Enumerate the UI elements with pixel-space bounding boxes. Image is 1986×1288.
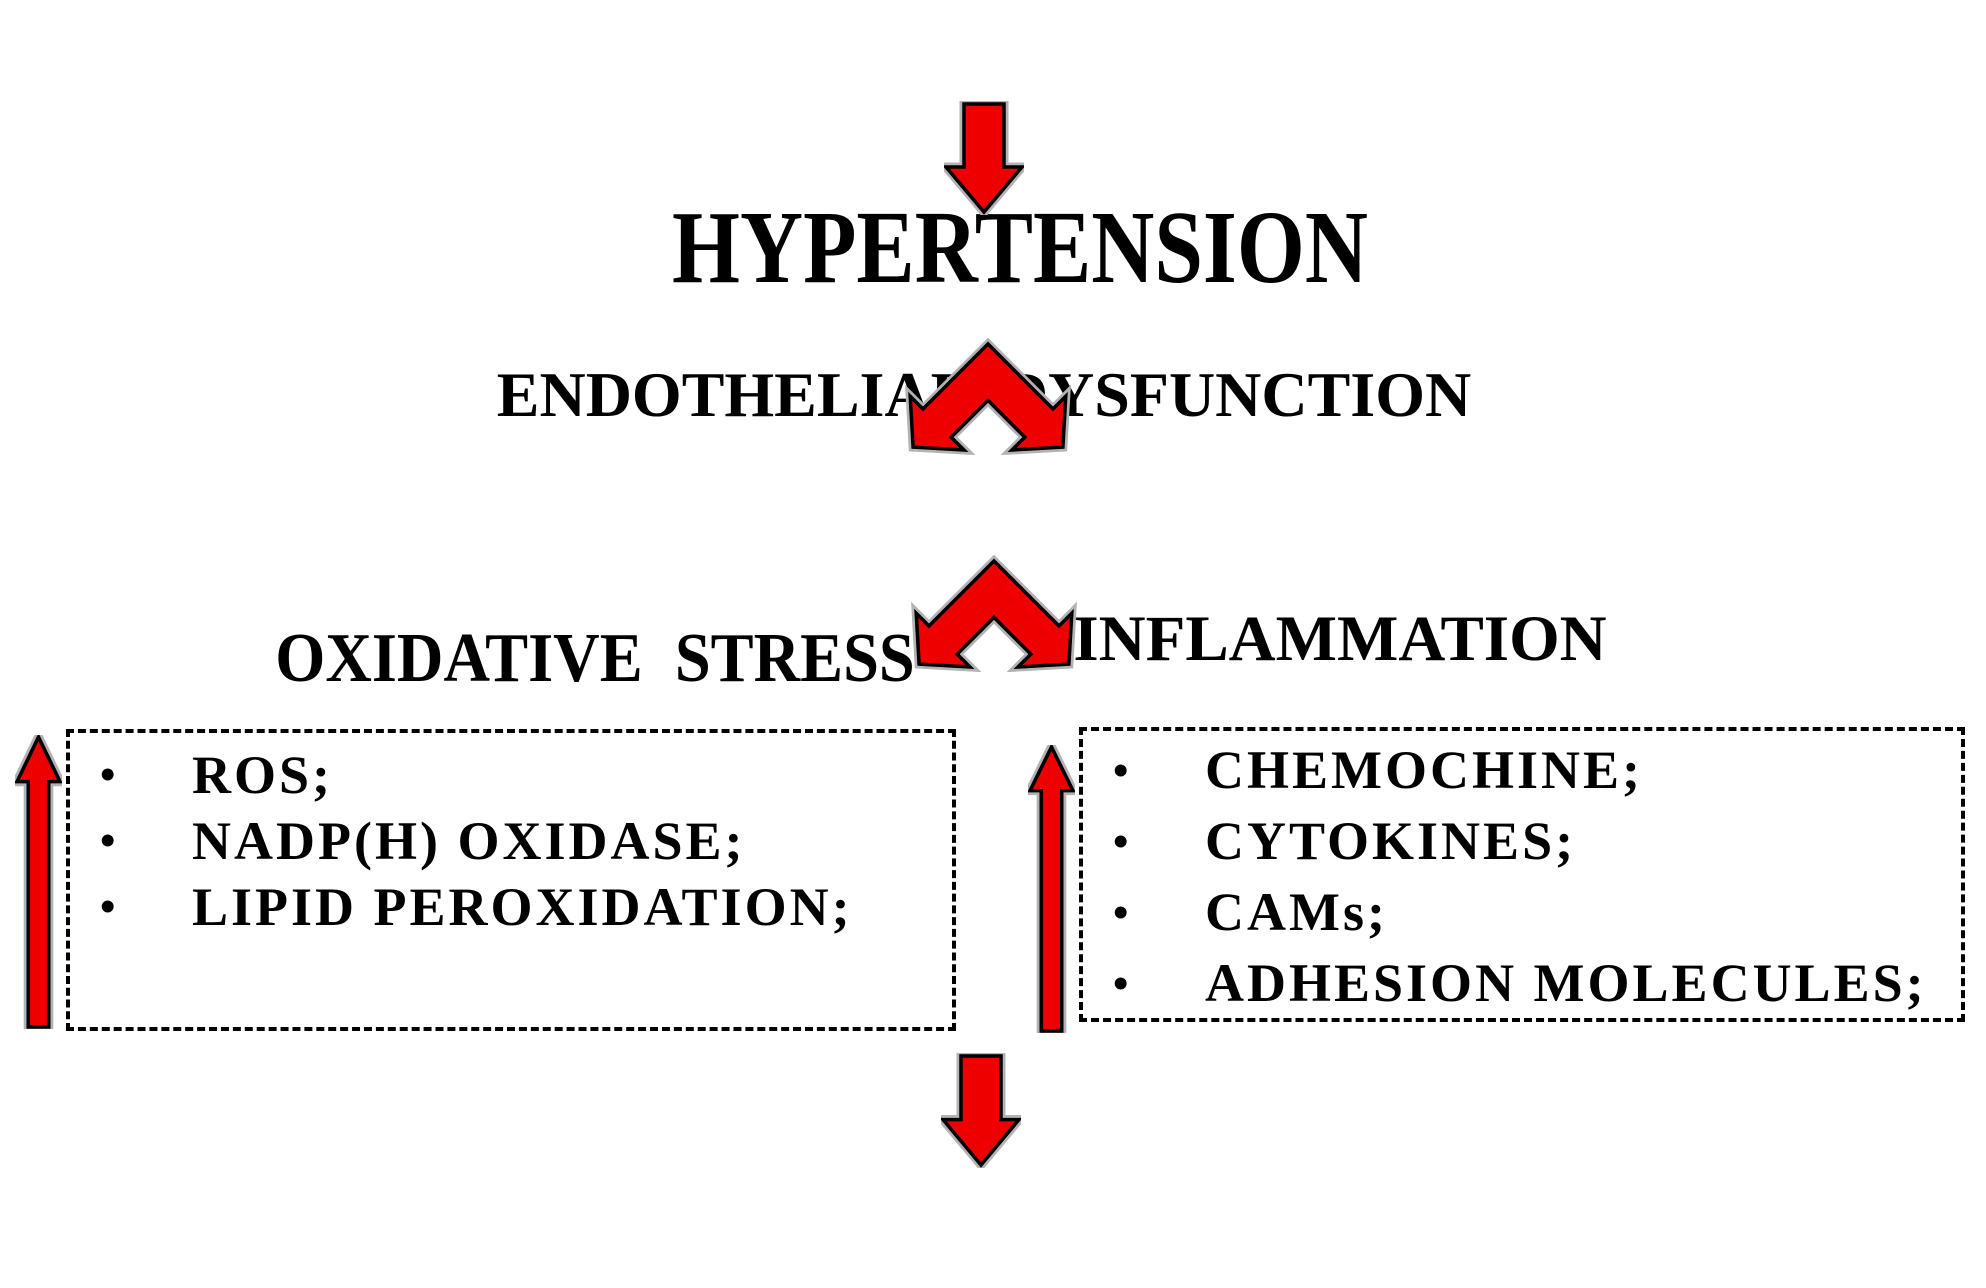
inflammation-list: CHEMOCHINE; CYTOKINES; CAMs; ADHESION MO… bbox=[1083, 731, 1961, 1019]
vascular-involvement-label: VASCULAR INVOLVEMENT bbox=[612, 1194, 1612, 1288]
split-arrow-icon bbox=[910, 555, 1078, 673]
split-arrow-icon bbox=[904, 338, 1072, 456]
up-arrow-icon bbox=[15, 735, 62, 1029]
list-item: ROS; bbox=[70, 742, 952, 808]
list-item: CHEMOCHINE; bbox=[1083, 735, 1961, 806]
list-item: LIPID PEROXIDATION; bbox=[70, 874, 952, 940]
oxidative-stress-label: OXIDATIVE STRESS bbox=[275, 620, 915, 697]
page-title: HYPERTENSION bbox=[520, 0, 1520, 508]
down-arrow-icon bbox=[944, 101, 1024, 215]
oxidative-stress-list: ROS; NADP(H) OXIDASE; LIPID PEROXIDATION… bbox=[70, 733, 952, 940]
list-item: CYTOKINES; bbox=[1083, 806, 1961, 877]
inflammation-label: INFLAMMATION bbox=[1073, 603, 1607, 675]
endothelial-dysfunction-label: ENDOTHELIAL DYSFUNCTION bbox=[496, 359, 1472, 430]
inflammation-box: CHEMOCHINE; CYTOKINES; CAMs; ADHESION MO… bbox=[1079, 727, 1965, 1022]
list-item: CAMs; bbox=[1083, 877, 1961, 948]
hypertension-label: HYPERTENSION bbox=[672, 190, 1368, 305]
list-item: ADHESION MOLECULES; bbox=[1083, 948, 1961, 1019]
up-arrow-icon bbox=[1028, 745, 1075, 1033]
oxidative-stress-box: ROS; NADP(H) OXIDASE; LIPID PEROXIDATION… bbox=[66, 729, 956, 1031]
list-item: NADP(H) OXIDASE; bbox=[70, 808, 952, 874]
down-arrow-icon bbox=[941, 1053, 1021, 1168]
